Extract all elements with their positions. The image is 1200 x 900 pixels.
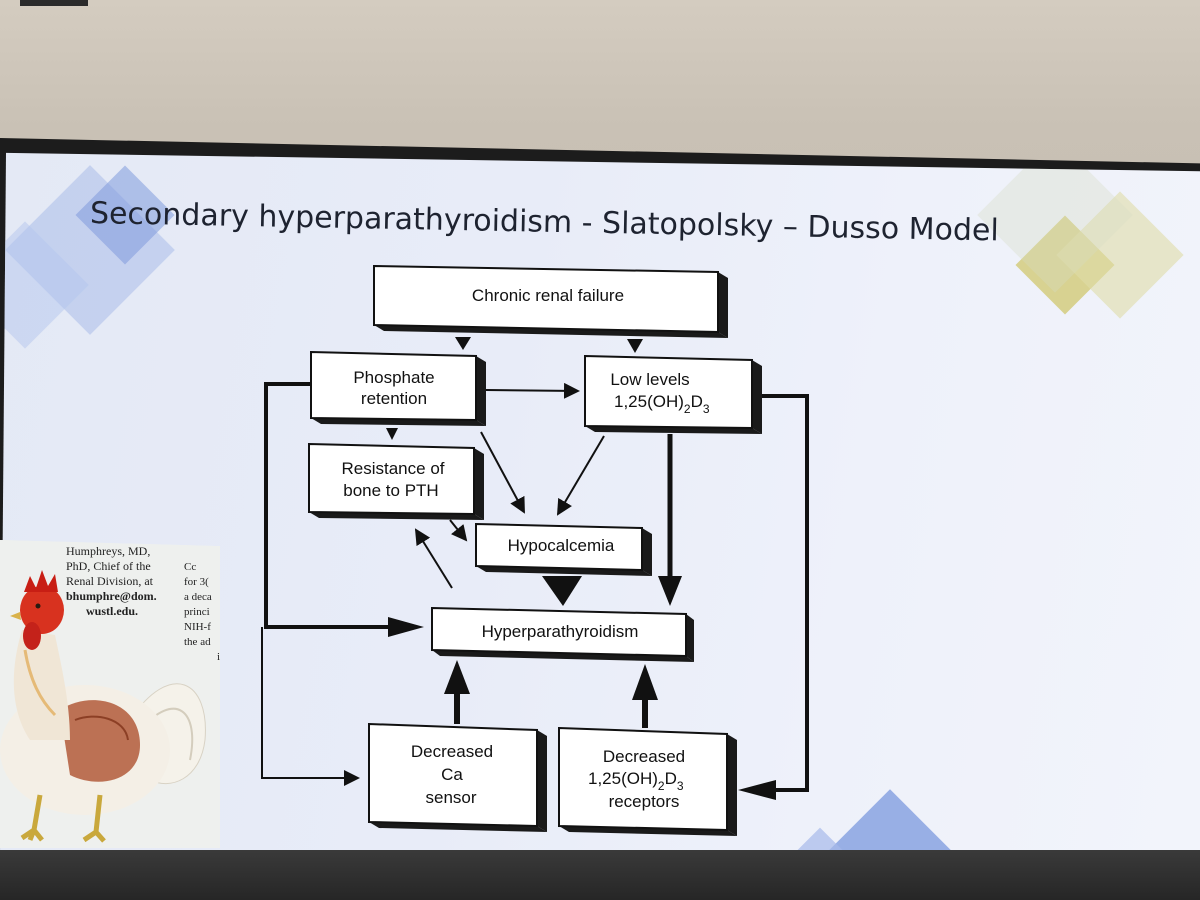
label-low-levels-line2: 1,25(OH)2D3 [614, 392, 710, 416]
label-resistance-line1: Resistance of [342, 459, 445, 478]
node-decreased-ca-sensor: Decreased Ca sensor [368, 722, 547, 832]
arrow-resistance-to-hypocalcemia [449, 519, 468, 542]
label-hyperparathyroidism: Hyperparathyroidism [482, 622, 639, 641]
arrow-hypocalcemia-to-hyperpara [542, 576, 582, 606]
label-phosphate-line1: Phosphate [353, 368, 434, 387]
ceiling-fixture [20, 0, 88, 6]
connectors [261, 337, 809, 800]
room-floor-edge [0, 850, 1200, 900]
rooster-image [0, 540, 220, 848]
label-ca-sensor-line2: Ca [441, 765, 463, 784]
label-low-levels-line1: Low levels [610, 370, 689, 389]
arrow-hypocalcemia-to-resistance [414, 528, 453, 589]
arrow-phosphate-to-resistance [386, 428, 398, 440]
node-low-levels-vitd: Low levels 1,25(OH)2D3 [584, 354, 762, 434]
label-ca-sensor-line3: sensor [425, 788, 476, 807]
label-chronic-renal-failure: Chronic renal failure [472, 286, 624, 305]
photo-caption-right: Cc for 3( a deca princi NIH-f the ad i [184, 561, 220, 663]
label-receptors-line1: Decreased [603, 747, 685, 766]
label-hypocalcemia: Hypocalcemia [508, 536, 615, 555]
arrow-lowlevels-loop-to-receptors [762, 394, 809, 792]
node-decreased-vitd-receptors: Decreased 1,25(OH)2D3 receptors [558, 726, 737, 836]
label-receptors-line3: receptors [609, 792, 680, 811]
node-resistance-bone-pth: Resistance of bone to PTH [308, 442, 484, 520]
label-receptors-line2: 1,25(OH)2D3 [588, 769, 684, 793]
photo-inset: Humphreys, MD, PhD, Chief of the Renal D… [0, 540, 220, 848]
arrow-crf-to-phosphate [455, 337, 471, 350]
arrow-phosphate-to-lowlevels [485, 382, 580, 399]
node-hypocalcemia: Hypocalcemia [475, 522, 652, 576]
arrow-phosphate-to-hypocalcemia [480, 431, 525, 514]
label-phosphate-line2: retention [361, 389, 427, 408]
photo-caption-left: Humphreys, MD, PhD, Chief of the Renal D… [66, 544, 157, 618]
arrow-loop-to-ca-sensor [261, 627, 360, 786]
node-hyperparathyroidism: Hyperparathyroidism [431, 606, 694, 662]
arrow-crf-to-lowlevels [627, 339, 643, 353]
node-phosphate-retention: Phosphate retention [310, 350, 486, 426]
arrow-lowlevels-to-hypocalcemia [556, 435, 605, 516]
node-chronic-renal-failure: Chronic renal failure [373, 264, 728, 338]
label-resistance-line2: bone to PTH [343, 481, 438, 500]
arrow-phosphate-loop-to-hyperpara [264, 382, 392, 629]
label-ca-sensor-line1: Decreased [411, 742, 493, 761]
